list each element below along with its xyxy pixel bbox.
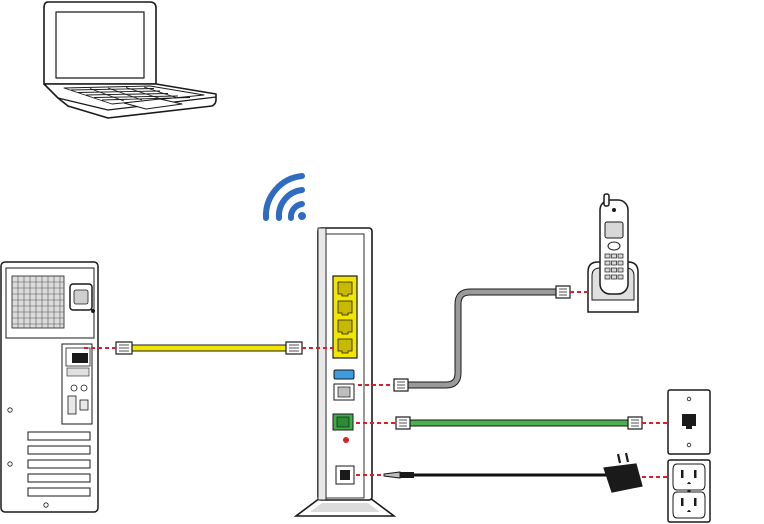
rj45-plug-icon xyxy=(116,342,132,354)
power-adapter-icon xyxy=(604,453,642,492)
phone-wall-jack-icon xyxy=(668,390,710,454)
phone-cable xyxy=(394,286,570,391)
desktop-tower-icon xyxy=(1,262,98,512)
rj11-plug-icon xyxy=(396,417,410,429)
cordless-phone-icon xyxy=(588,194,638,312)
connection-guides xyxy=(84,292,670,477)
ethernet-cable xyxy=(116,342,302,354)
rj11-plug-icon xyxy=(556,286,570,298)
rj45-plug-icon xyxy=(286,342,302,354)
dsl-cable xyxy=(396,417,642,429)
laptop-icon xyxy=(44,2,216,118)
rj11-plug-icon xyxy=(628,417,642,429)
wifi-icon xyxy=(266,176,306,220)
power-outlet-icon xyxy=(668,460,710,522)
gateway-router-icon xyxy=(296,228,394,516)
power-cable xyxy=(384,453,642,492)
rj11-plug-icon xyxy=(394,379,408,391)
